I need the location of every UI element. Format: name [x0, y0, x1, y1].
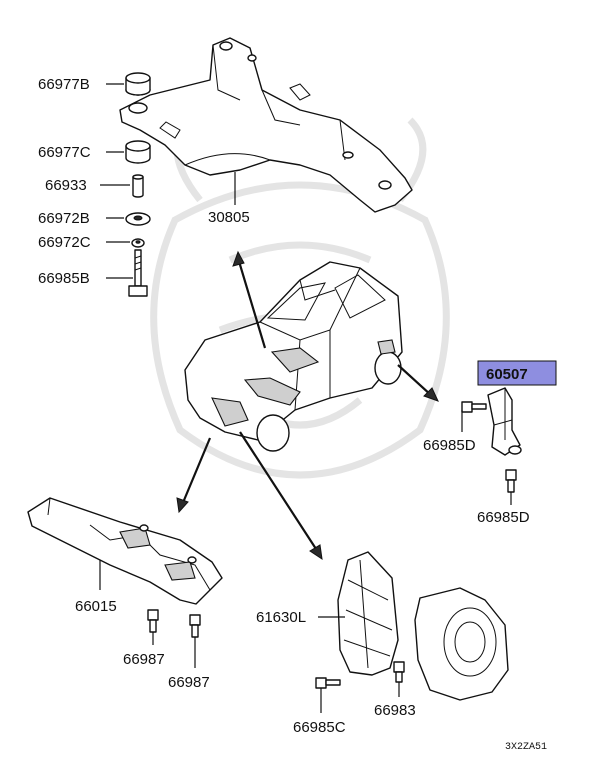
label-66977c: 66977C	[38, 144, 91, 161]
label-66985d-lower: 66985D	[477, 509, 530, 526]
crossmember-30805	[119, 37, 413, 213]
highlight-box-60507	[477, 360, 557, 386]
splash-shield-61630l	[337, 551, 399, 676]
bolt-66985d-lower	[505, 469, 517, 493]
bolt-66985b	[128, 249, 148, 297]
bushing-66977b	[125, 72, 151, 96]
label-60507: 60507	[486, 366, 528, 383]
bracket-60507	[487, 387, 522, 456]
undercover-66015	[27, 497, 223, 605]
bolt-66985c	[315, 677, 341, 689]
label-66985d-upper: 66985D	[423, 437, 476, 454]
arrow-to-splash-shield	[239, 431, 323, 561]
bolt-66985d-upper	[461, 401, 487, 413]
arrow-to-bracket	[397, 364, 439, 402]
label-66977b: 66977B	[38, 76, 90, 93]
label-61630l: 61630L	[256, 609, 306, 626]
sleeve-66933	[132, 174, 144, 198]
label-66015: 66015	[75, 598, 117, 615]
label-66972c: 66972C	[38, 234, 91, 251]
label-66985c: 66985C	[293, 719, 346, 736]
label-66933: 66933	[45, 177, 87, 194]
diagram-code: 3X2ZA51	[505, 742, 547, 753]
bushing-66977c	[125, 140, 151, 164]
screw-66987-left	[147, 609, 159, 633]
screw-66987-right	[189, 614, 201, 638]
washer-66972b	[125, 212, 151, 226]
washer-66972c	[131, 238, 145, 248]
arrow-to-crossmember	[232, 250, 267, 349]
screw-66983	[393, 661, 405, 683]
label-66983: 66983	[374, 702, 416, 719]
label-30805: 30805	[208, 209, 250, 226]
arrow-to-undercover	[176, 437, 212, 514]
label-66985b: 66985B	[38, 270, 90, 287]
label-66987-left: 66987	[123, 651, 165, 668]
inner-fender-shield	[414, 587, 509, 701]
label-66987-right: 66987	[168, 674, 210, 691]
label-66972b: 66972B	[38, 210, 90, 227]
vehicle-outline	[184, 261, 403, 452]
